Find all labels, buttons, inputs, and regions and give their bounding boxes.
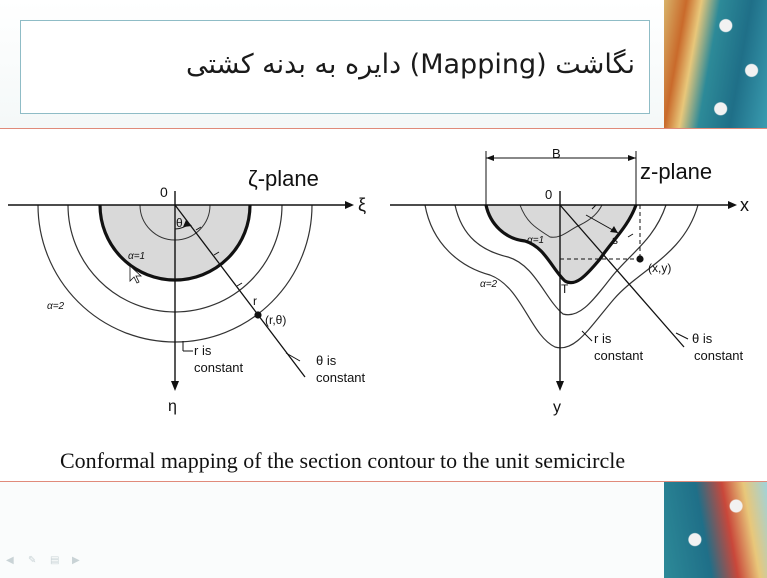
inner-hull-curve — [519, 204, 603, 238]
r-constant-line1-left: r is — [194, 343, 212, 358]
z-origin-label: 0 — [545, 187, 552, 202]
bottom-divider — [0, 481, 767, 482]
theta-label: θ — [176, 216, 183, 230]
r-constant-line1-right: r is — [594, 331, 612, 346]
alpha2-label-left: α=2 — [47, 301, 65, 312]
prev-slide-icon[interactable]: ◀ — [6, 555, 14, 566]
y-axis-arrow — [556, 381, 564, 391]
theta-radial-line — [559, 204, 685, 348]
decorative-pattern-bottom — [664, 482, 767, 578]
s-arrowhead — [610, 226, 618, 233]
leader-line — [675, 332, 689, 340]
pen-tool-icon[interactable]: ✎ — [28, 555, 37, 566]
hull-contour-2 — [454, 204, 667, 316]
z-plane-label: z-plane — [640, 159, 712, 184]
point-label-right: (x,y) — [648, 261, 671, 275]
tick-mark — [591, 204, 597, 210]
conformal-mapping-figure: 0 ζ-plane ξ η θ α=1 α=2 r (r,θ) r is con… — [8, 146, 749, 416]
eta-label: η — [168, 398, 177, 415]
alpha1-label-left: α=1 — [128, 251, 145, 262]
next-slide-icon[interactable]: ▶ — [72, 555, 80, 566]
zeta-origin-label: 0 — [160, 184, 168, 200]
tick-mark — [236, 282, 243, 287]
tick-mark — [627, 233, 634, 238]
point-r-theta — [254, 311, 262, 319]
figure-caption: Conformal mapping of the section contour… — [60, 448, 626, 473]
x-axis-arrow — [728, 201, 737, 209]
xi-axis-arrow — [345, 201, 354, 209]
beam-label: B — [552, 146, 561, 161]
z-plane-diagram: B 0 z-plane x y α=1 α=2 s T (x,y) r is c… — [390, 146, 749, 416]
beam-arrow-right — [628, 155, 636, 161]
figure-area: 0 ζ-plane ξ η θ α=1 α=2 r (r,θ) r is con… — [0, 129, 767, 481]
point-label-left: (r,θ) — [265, 313, 286, 327]
s-label: s — [612, 233, 618, 247]
xi-label: ξ — [358, 195, 366, 215]
hull-contour-3 — [424, 204, 699, 349]
x-label: x — [740, 195, 749, 215]
decorative-pattern-top — [664, 0, 767, 128]
zeta-plane-label: ζ-plane — [248, 166, 319, 191]
title-box: نگاشت (Mapping) دایره به بدنه کشتی — [20, 20, 650, 114]
theta-constant-line1-right: θ is — [692, 331, 713, 346]
slideshow-controls: ◀ ✎ ▤ ▶ — [6, 556, 86, 566]
tick-mark — [195, 226, 202, 231]
zeta-plane-diagram: 0 ζ-plane ξ η θ α=1 α=2 r (r,θ) r is con… — [8, 166, 366, 415]
r-constant-line2-left: constant — [194, 360, 244, 375]
hull-section-contour — [484, 204, 638, 285]
radial-line — [174, 204, 306, 378]
eta-axis-arrow — [171, 381, 179, 391]
alpha2-label-right: α=2 — [480, 279, 498, 290]
t-label: T — [561, 282, 569, 296]
theta-constant-line1-left: θ is — [316, 353, 337, 368]
beam-arrow-left — [486, 155, 494, 161]
alpha1-label-right: α=1 — [527, 235, 544, 246]
theta-constant-line2-right: constant — [694, 348, 744, 363]
slides-menu-icon[interactable]: ▤ — [50, 555, 60, 566]
mouse-cursor-icon — [129, 265, 143, 284]
theta-arrow — [183, 220, 192, 227]
hull-section-fill — [486, 205, 636, 283]
leader-line — [285, 352, 301, 362]
point-x-y — [636, 255, 644, 263]
theta-constant-line2-left: constant — [316, 370, 366, 385]
y-label: y — [553, 399, 561, 416]
tick-mark — [213, 251, 220, 256]
slide-title: نگاشت (Mapping) دایره به بدنه کشتی — [186, 49, 635, 80]
r-label: r — [253, 294, 257, 308]
r-constant-line2-right: constant — [594, 348, 644, 363]
top-divider — [0, 128, 767, 129]
leader-line — [581, 330, 593, 342]
